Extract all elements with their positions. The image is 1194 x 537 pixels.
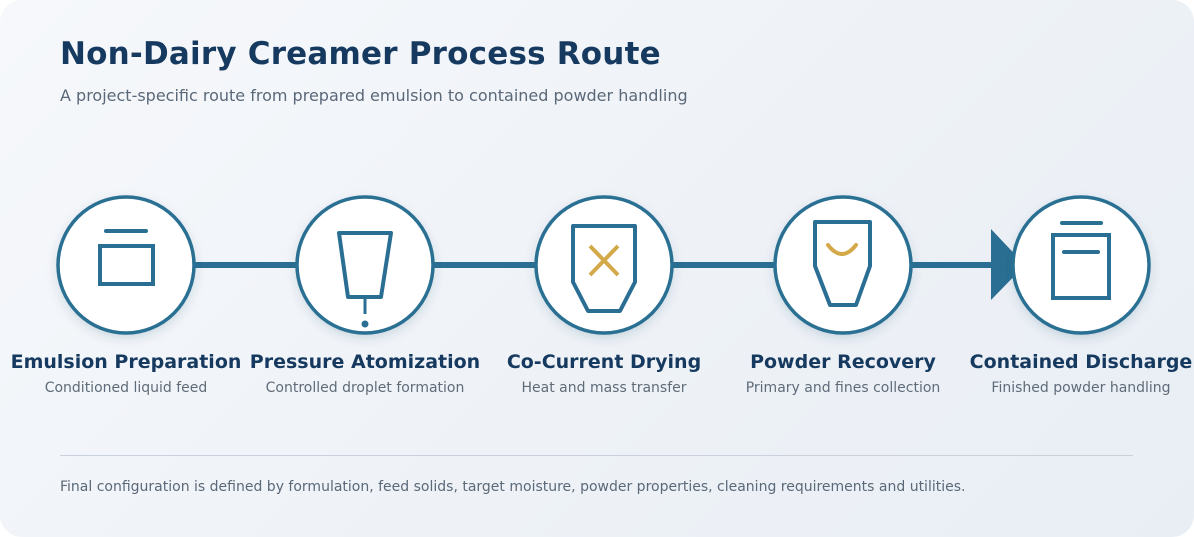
footer-divider xyxy=(60,455,1133,456)
drying-chamber-icon xyxy=(571,224,637,313)
step-title-pressure-atomization: Pressure Atomization xyxy=(249,351,481,373)
step-node-emulsion-preparation xyxy=(56,195,196,335)
step-node-powder-recovery xyxy=(773,195,913,335)
step-description-co-current-drying: Heat and mass transfer xyxy=(521,380,687,396)
nozzle-icon xyxy=(337,231,393,328)
step-node-co-current-drying xyxy=(534,195,674,335)
page-subtitle: A project-specific route from prepared e… xyxy=(60,86,688,105)
tank-icon xyxy=(98,229,155,286)
step-title-powder-recovery: Powder Recovery xyxy=(750,351,936,373)
step-title-emulsion-preparation: Emulsion Preparation xyxy=(10,351,242,373)
step-node-pressure-atomization xyxy=(295,195,435,335)
step-node-contained-discharge xyxy=(1011,195,1151,335)
step-description-pressure-atomization: Controlled droplet formation xyxy=(265,380,465,396)
container-icon xyxy=(1051,221,1111,300)
footer-note: Final configuration is defined by formul… xyxy=(60,479,966,495)
step-title-contained-discharge: Contained Discharge xyxy=(969,351,1193,373)
page-title: Non-Dairy Creamer Process Route xyxy=(60,36,661,72)
step-description-emulsion-preparation: Conditioned liquid feed xyxy=(44,380,208,396)
step-description-powder-recovery: Primary and fines collection xyxy=(745,380,941,396)
step-description-contained-discharge: Finished powder handling xyxy=(991,380,1171,396)
arrowhead-icon xyxy=(991,229,1025,300)
step-title-co-current-drying: Co-Current Drying xyxy=(506,351,702,373)
cyclone-icon xyxy=(813,220,872,307)
